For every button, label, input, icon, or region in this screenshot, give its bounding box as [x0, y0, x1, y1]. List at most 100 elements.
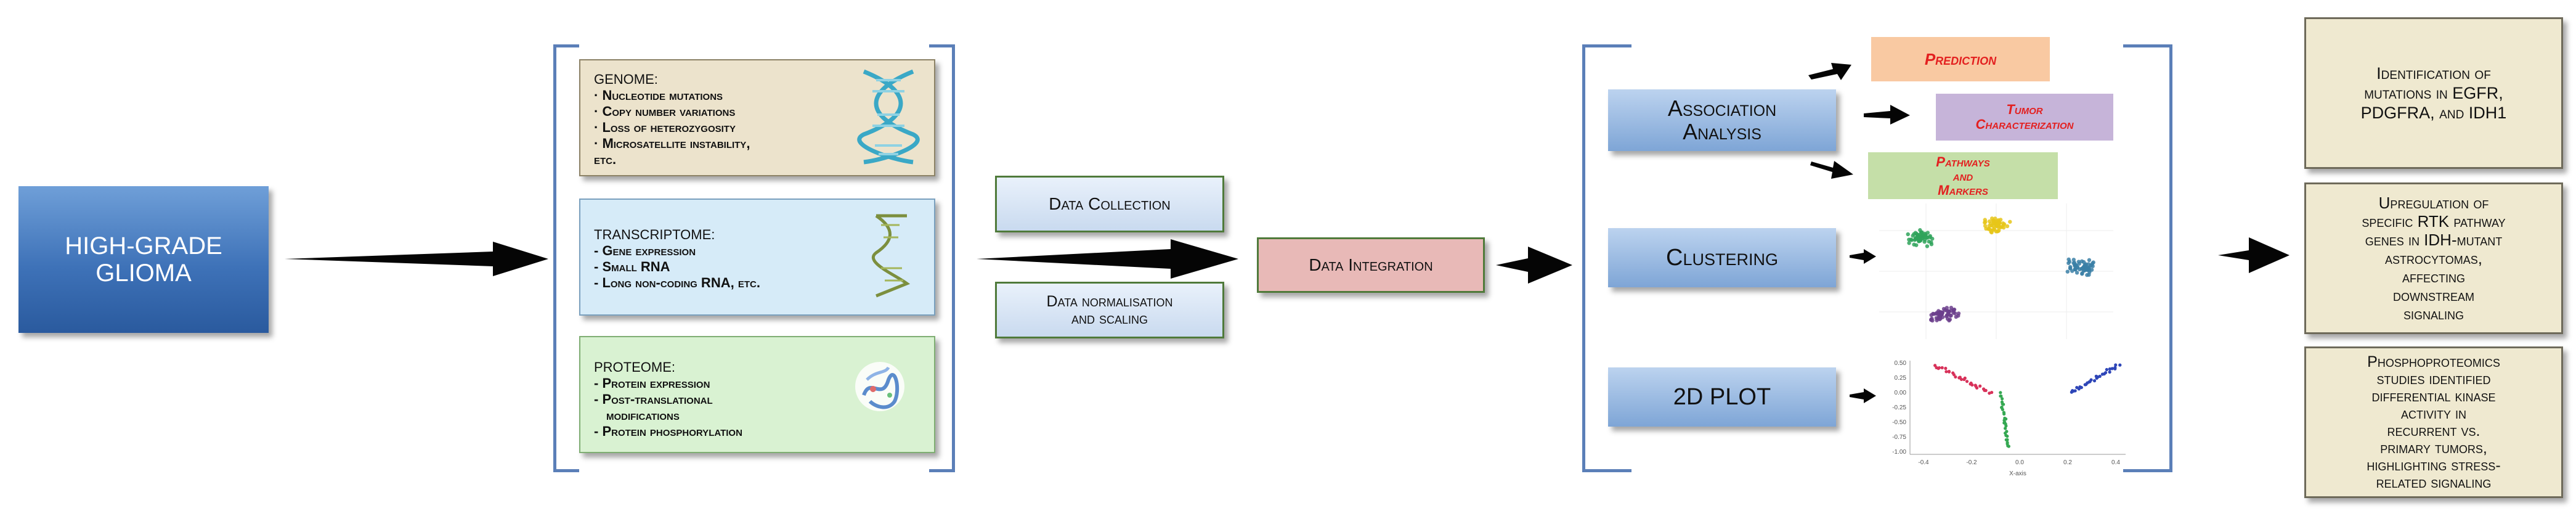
cluster-yellow-point	[1992, 226, 1996, 231]
plot2d-red-point	[1978, 384, 1982, 388]
transcriptome-item-3: - Long non-coding RNA, etc.	[594, 275, 760, 290]
pathways-line3: Markers	[1938, 182, 1988, 198]
finding-box-3: Phosphoproteomics studies identified dif…	[2304, 346, 2563, 498]
association-line2: Analysis	[1683, 119, 1761, 144]
cluster-yellow-point	[1983, 219, 1988, 224]
cluster-teal-point	[2077, 261, 2081, 266]
plot2d-red-point	[1965, 380, 1969, 383]
cluster-teal-point	[2074, 271, 2079, 275]
cluster-green-point	[1914, 243, 1919, 247]
plot2d-ytick-label: 0.25	[1895, 375, 1907, 382]
plot2d-red-point	[1937, 366, 1941, 370]
plot2d-red-point	[1954, 375, 1957, 379]
cluster-green-point	[1919, 231, 1924, 235]
plot2d-blue-point	[2105, 367, 2108, 372]
plot2d-green-point	[2001, 407, 2004, 411]
cluster-purple-point	[1948, 317, 1952, 322]
association-line1: Association	[1667, 96, 1777, 121]
tumor-characterization-box: Tumor Characterization	[1936, 94, 2113, 141]
genome-item-5: etc.	[594, 152, 617, 167]
tumor-line1: Tumor	[2006, 102, 2043, 117]
finding-3-line-1: Phosphoproteomics	[2367, 353, 2500, 371]
cluster-teal-point	[2080, 272, 2084, 276]
finding-2-line-6: downstream	[2393, 286, 2474, 305]
cluster-yellow-point	[1996, 221, 2001, 226]
cluster-teal-point	[2082, 264, 2086, 269]
plot2d-green-point	[2007, 444, 2010, 448]
cluster-yellow-point	[1988, 221, 1993, 226]
cluster-purple-point	[1940, 311, 1944, 315]
clustering-scatter-plot	[1879, 203, 2113, 339]
plot2d-xlabel: X-axis	[2009, 470, 2026, 477]
cluster-teal-point	[2065, 269, 2070, 274]
pathways-line2: and	[1952, 168, 1973, 184]
cluster-green-point	[1925, 244, 1930, 248]
arrow-methods-to-findings	[2218, 237, 2290, 273]
cluster-yellow-point	[1984, 226, 1988, 231]
omics-bracket-right	[929, 44, 955, 472]
cluster-yellow-point	[1997, 228, 2001, 233]
transcriptome-item-1: - Gene expression	[594, 243, 696, 258]
plot2d-red-point	[1959, 377, 1964, 382]
cluster-yellow-point	[2008, 219, 2012, 224]
proteome-item-2: - Post-translational	[594, 391, 713, 407]
finding-3-line-4: activity in	[2401, 405, 2466, 422]
finding-3-line-8: related signaling	[2376, 474, 2492, 491]
arrow-to-prediction	[1808, 63, 1851, 80]
cluster-teal-point	[2075, 265, 2080, 269]
omics-bracket-left	[553, 44, 579, 472]
finding-1-line-2: mutations in EGFR,	[2364, 84, 2503, 102]
plot2d-ytick-label: -0.75	[1892, 434, 1906, 441]
genome-box: GENOME: · Nucleotide mutations · Copy nu…	[579, 59, 935, 176]
plot2d-xtick-label: -0.4	[1918, 459, 1929, 466]
finding-box-2: Upregulation of specific RTK pathway gen…	[2304, 182, 2563, 334]
plot2d-blue-point	[2110, 367, 2114, 371]
arrow-to-tumor	[1864, 105, 1910, 125]
finding-2-line-2: specific RTK pathway	[2362, 212, 2506, 231]
plot2d-green-point	[1999, 391, 2002, 395]
plot2d-label: 2D PLOT	[1673, 383, 1771, 410]
proteome-box: PROTEOME: - Protein expression - Post-tr…	[579, 336, 935, 453]
transcriptome-box: TRANSCRIPTOME: - Gene expression - Small…	[579, 199, 935, 316]
data-integration-label: Data Integration	[1309, 255, 1433, 274]
cluster-purple-point	[1935, 318, 1939, 322]
cluster-teal-point	[2068, 266, 2073, 271]
data-normalisation-line1: Data normalisation	[1046, 293, 1173, 310]
plot2d-red-point	[1962, 377, 1966, 382]
genome-item-3: · Loss of heterozygosity	[594, 120, 736, 135]
plot2d-xtick-label: 0.0	[2015, 459, 2024, 466]
plot2d-xtick-label: 0.4	[2111, 459, 2120, 466]
cluster-yellow-point	[2002, 222, 2007, 226]
cluster-purple-point	[1954, 314, 1958, 319]
data-collection-box: Data Collection	[995, 176, 1224, 232]
genome-title: GENOME:	[594, 72, 658, 87]
proteome-item-1: - Protein expression	[594, 375, 710, 391]
transcriptome-item-2: - Small RNA	[594, 259, 670, 274]
plot2d-green-point	[2004, 438, 2008, 442]
cluster-teal-point	[2091, 260, 2095, 264]
cluster-purple-point	[1936, 309, 1941, 313]
plot2d-blue-point	[2079, 385, 2083, 390]
data-normalisation-box: Data normalisation and scaling	[995, 282, 1224, 338]
genome-item-2: · Copy number variations	[594, 104, 736, 119]
plot2d-blue-point	[2114, 363, 2118, 367]
plot2d-blue-point	[2118, 363, 2122, 367]
plot2d-ytick-label: -0.25	[1892, 404, 1906, 411]
plot2d-red-point	[1940, 366, 1944, 370]
plot2d-red-point	[1984, 388, 1988, 392]
genome-item-1: · Nucleotide mutations	[594, 88, 723, 103]
pathways-line1: Pathways	[1936, 154, 1990, 170]
plot2d-blue-point	[2113, 366, 2117, 369]
arrow-to-pathways	[1810, 161, 1853, 179]
cluster-purple-point	[1929, 313, 1933, 317]
plot2d-red-point	[1975, 386, 1979, 390]
dna-helix-icon	[857, 69, 920, 165]
plot2d-blue-point	[2108, 370, 2111, 374]
cluster-yellow-point	[2001, 225, 2006, 230]
plot2d-red-point	[1970, 383, 1974, 387]
cluster-yellow-point	[2005, 224, 2010, 229]
cluster-purple-point	[1949, 313, 1953, 318]
proteome-item-4: - Protein phosphorylation	[594, 424, 742, 439]
finding-3-line-2: studies identified	[2376, 371, 2491, 388]
